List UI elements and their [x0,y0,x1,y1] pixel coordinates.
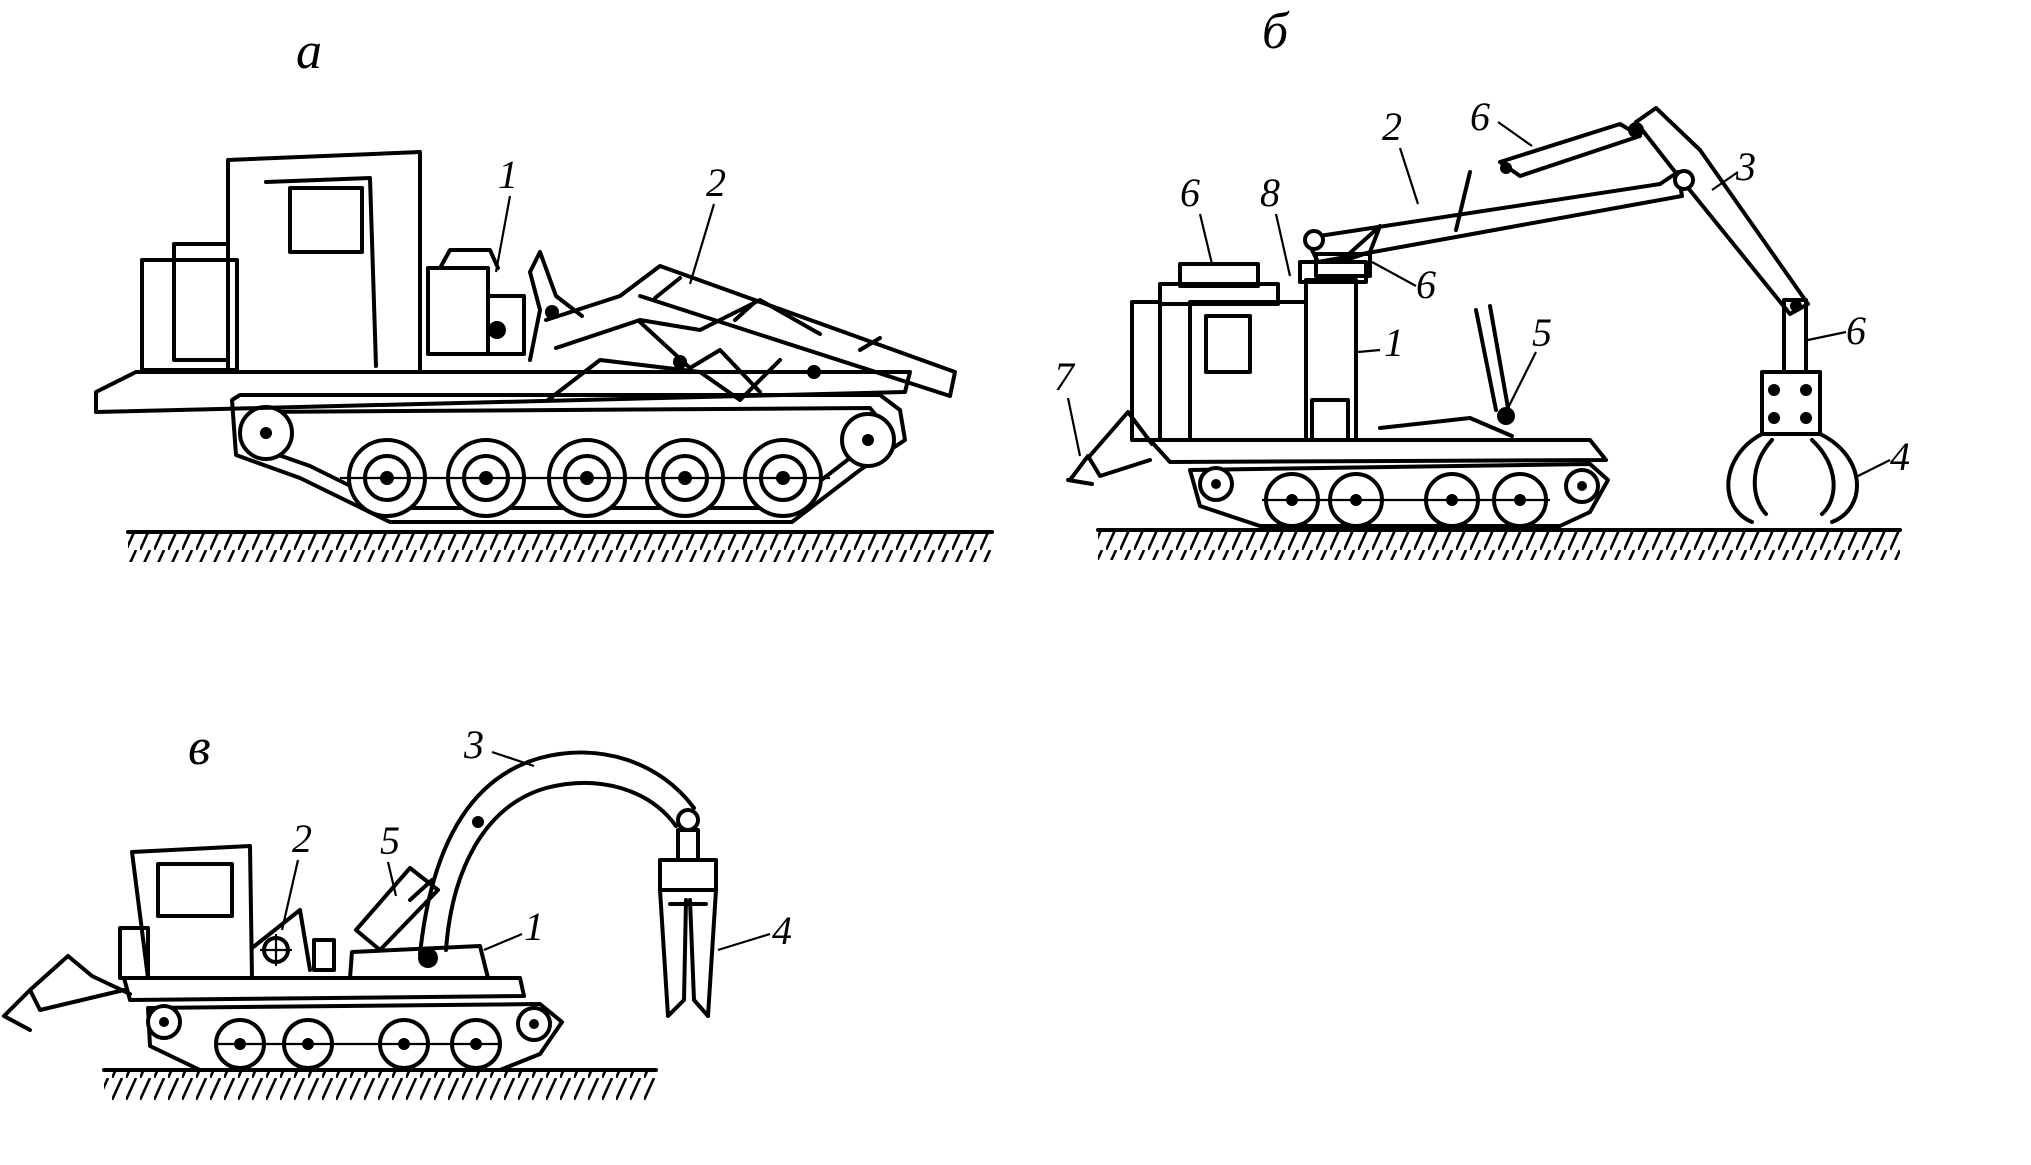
panel-v-base [348,944,490,980]
panel-b-leader-6-top [1497,121,1533,147]
panel-a-road-wheels [340,438,830,518]
panel-b-crane-machine: б 2 6 3 6 8 6 1 5 6 7 4 [1054,3,1910,560]
panel-b-track [1188,462,1610,528]
panel-v-leader-3 [491,750,535,768]
panel-b-rear-cylinder [1378,304,1515,438]
panel-b-ground [1096,528,1902,560]
panel-a-bunk [544,264,957,402]
panel-b-leader-4 [1857,459,1891,477]
panel-b-letter: б [1262,3,1290,60]
panel-v-grapple [658,828,718,1018]
panel-v-leader-1 [483,932,523,952]
panel-b-leader-6-mid [1371,261,1417,287]
panel-b-leader-6-left [1198,213,1214,265]
panel-b-frame [1148,438,1608,464]
panel-v-label-2: 2 [292,816,312,861]
panel-a-hood [140,258,239,372]
panel-b-leader-3 [1711,171,1739,191]
panel-a-frame [94,370,912,414]
panel-b-label-6-left: 6 [1180,170,1200,215]
panel-b-label-5: 5 [1532,310,1552,355]
panel-a-tracked-skidder: а 1 2 [94,23,994,562]
panel-v-ground [102,1068,658,1100]
panel-b-leader-6-right [1807,330,1847,342]
panel-v-frame [122,976,526,1002]
panel-a-cab [172,150,422,374]
panel-v-cylinder [354,866,440,952]
panel-b-grapple [1726,370,1859,524]
panel-b-cab [1130,262,1308,442]
panel-b-leader-7 [1066,397,1082,457]
panel-b-label-3: 3 [1735,144,1756,189]
panel-b-road-wheels [1262,472,1550,528]
panel-a-label-1: 1 [498,152,518,197]
panel-b-label-6-top: 6 [1470,94,1490,139]
panel-b-blade [1066,410,1154,486]
panel-a-leader-2 [688,203,716,285]
panel-a-track [230,393,907,524]
panel-v-blade [2,954,132,1032]
panel-v-label-4: 4 [772,908,792,953]
panel-b-column [1298,260,1368,442]
panel-b-leader-2 [1398,147,1420,205]
panel-b-label-8: 8 [1260,170,1280,215]
panel-a-leader-1 [494,195,512,273]
panel-v-road-wheels [214,1018,502,1070]
panel-b-label-6-mid: 6 [1416,262,1436,307]
panel-b-top-cylinder [1498,122,1644,178]
panel-a-ground [126,530,994,562]
panel-v-letter: в [188,719,211,776]
panel-b-label-2: 2 [1382,104,1402,149]
panel-b-leader-5 [1507,351,1537,409]
panel-v-arched-boom-machine: в 3 2 5 1 4 [2,719,792,1100]
panel-b-label-7: 7 [1054,354,1076,399]
panel-b-leader-8 [1274,213,1292,277]
panel-v-cab [118,844,254,980]
panel-v-leader-2 [280,859,300,931]
panel-b-label-4: 4 [1890,434,1910,479]
panel-a-letter: а [296,23,322,80]
panel-v-leader-5 [386,861,398,897]
panel-b-stick [1634,106,1810,316]
panel-v-track [146,1002,564,1072]
panel-b-label-6-right: 6 [1846,308,1866,353]
panel-b-label-1: 1 [1384,320,1404,365]
panel-v-leader-4 [717,932,771,952]
panel-b-leader-1 [1357,348,1381,354]
panel-v-label-3: 3 [463,722,484,767]
panel-a-winch [426,248,526,356]
panel-v-label-5: 5 [380,818,400,863]
panel-a-shield [528,250,584,362]
panel-v-winch [250,908,336,972]
panel-v-arched-boom [418,750,700,956]
panel-a-label-2: 2 [706,160,726,205]
panel-v-label-1: 1 [524,904,544,949]
